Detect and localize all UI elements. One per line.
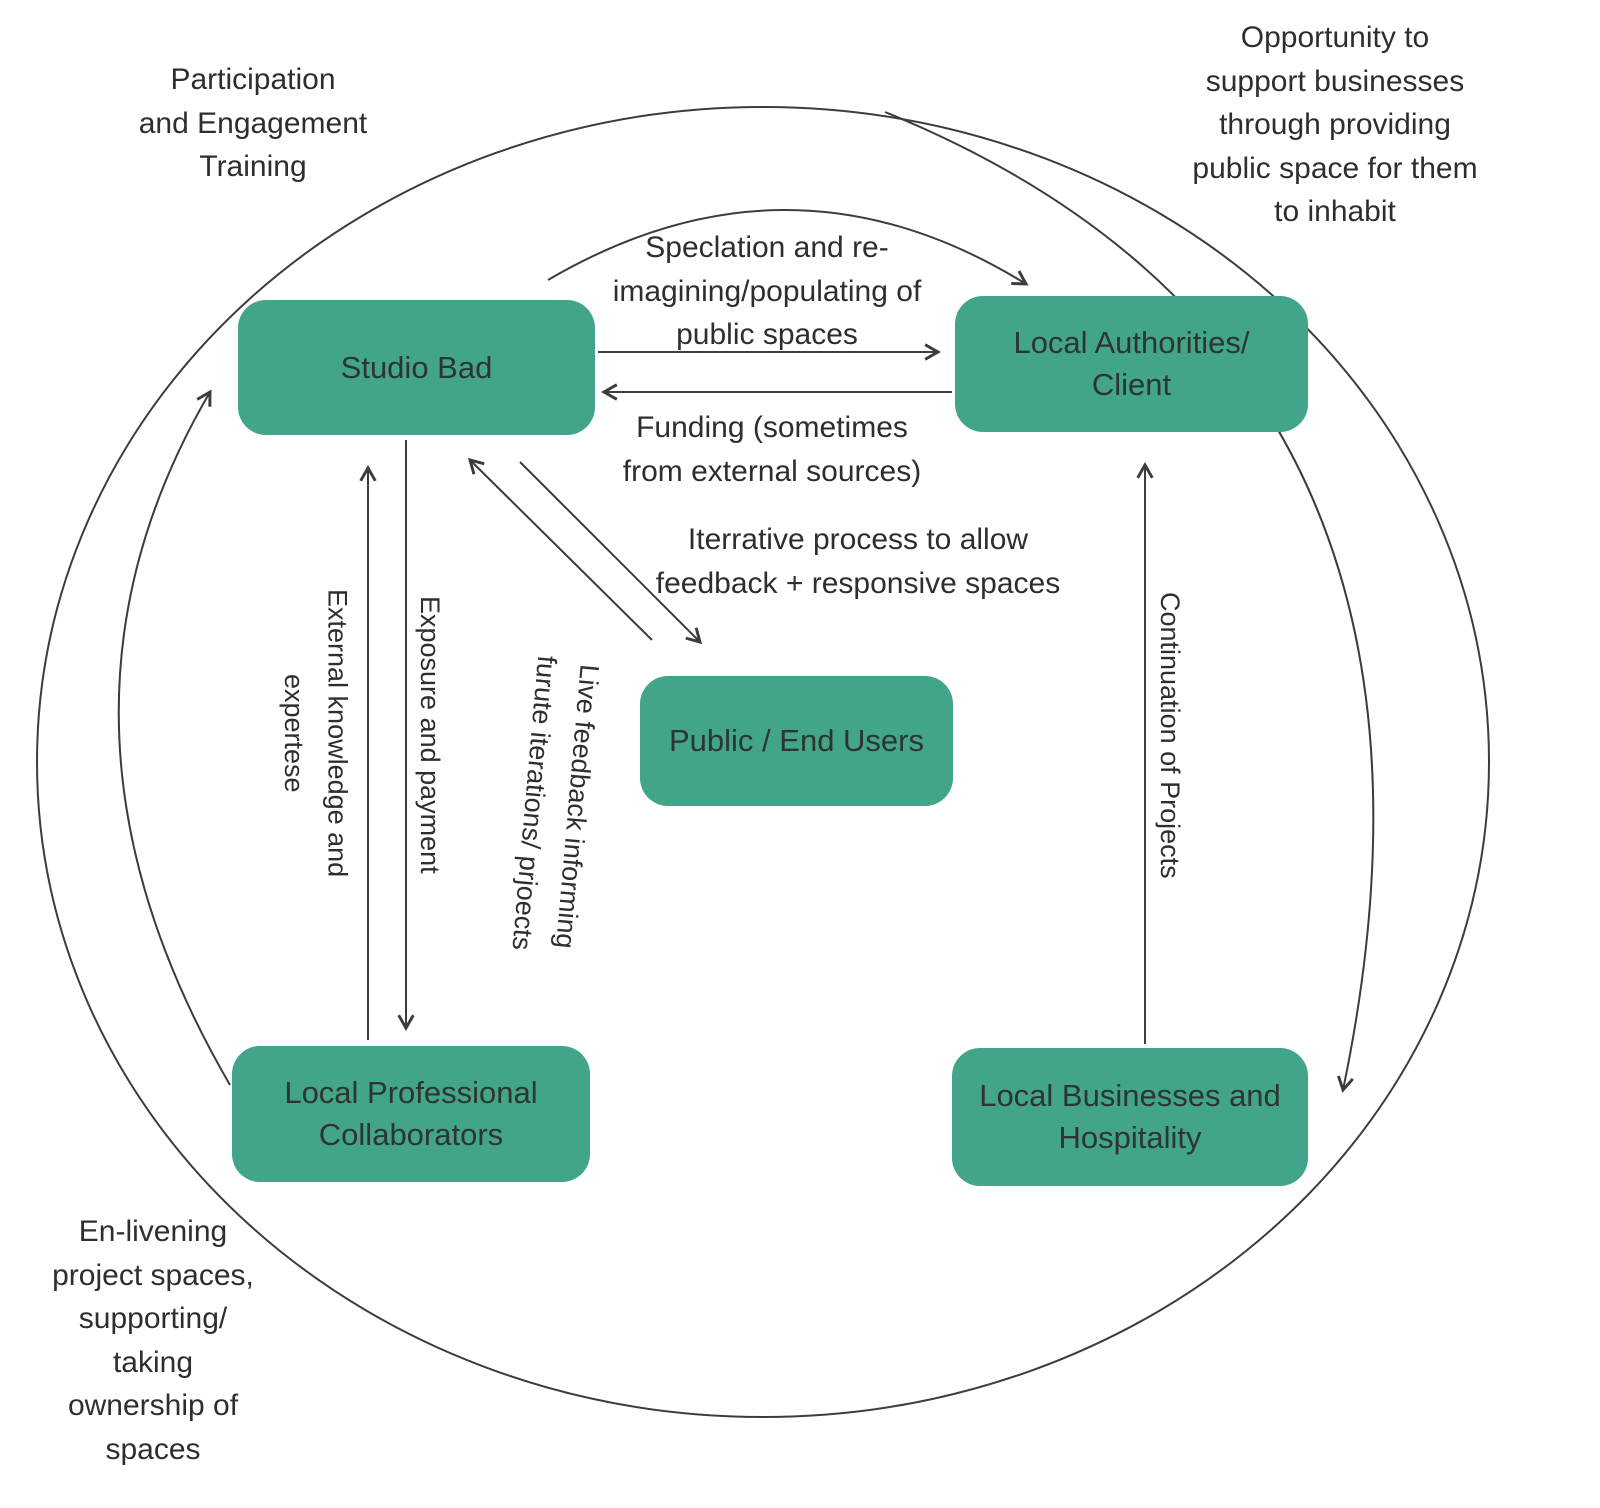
arrow-feedback-up bbox=[467, 457, 653, 641]
outer-circle bbox=[36, 106, 1490, 1418]
label-opportunity-support-businesses: Opportunity to support businesses throug… bbox=[1192, 21, 1478, 228]
node-public-end-users: Public / End Users bbox=[640, 676, 953, 806]
node-local-businesses-hospitality: Local Businesses and Hospitality bbox=[952, 1048, 1308, 1186]
arc-left-arrow bbox=[117, 389, 231, 1086]
label-participation-training: Participation and Engagement Training bbox=[138, 63, 368, 183]
arc-training-arrow bbox=[547, 209, 1029, 286]
node-local-authorities: Local Authorities/ Client bbox=[955, 296, 1308, 432]
label-iterative-process: Iterrative process to allow feedback + r… bbox=[655, 523, 1061, 600]
arrow-iterative-down bbox=[519, 461, 703, 645]
label-speculation: Speclation and re- imagining/populating … bbox=[612, 231, 922, 351]
label-external-knowledge: External knowledge and expertese bbox=[279, 588, 353, 878]
label-continuation-of-projects: Continuation of Projects bbox=[1155, 591, 1186, 879]
label-funding: Funding (sometimes from external sources… bbox=[622, 411, 922, 488]
node-local-professional-collaborators: Local Professional Collaborators bbox=[232, 1046, 590, 1182]
arc-opportunity-arrow bbox=[884, 111, 1375, 1093]
label-exposure-payment: Exposure and payment bbox=[415, 596, 446, 874]
label-enlivening-spaces: En-livening project spaces, supporting/ … bbox=[52, 1215, 254, 1466]
node-studio-bad: Studio Bad bbox=[238, 300, 595, 435]
